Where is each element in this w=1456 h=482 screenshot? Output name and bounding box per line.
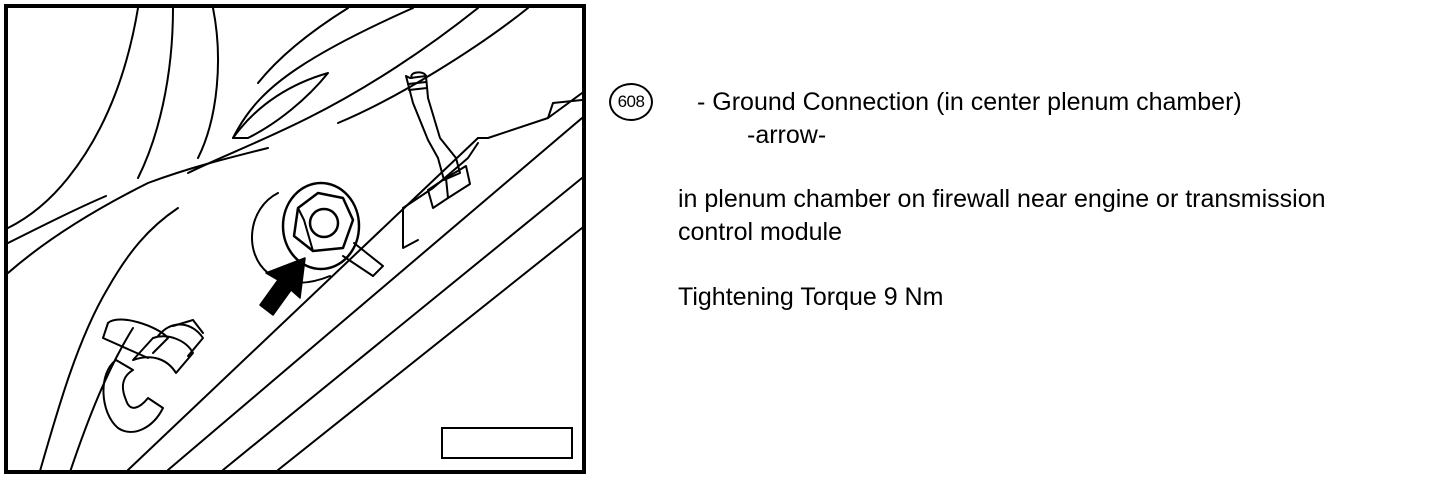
hose-clamp — [132, 335, 194, 374]
body-contour-line — [8, 8, 139, 229]
ground-wire-lead — [342, 242, 384, 277]
hose-clamp — [157, 323, 204, 357]
body-contour-line — [39, 207, 179, 470]
firewall-edge — [277, 227, 582, 470]
mounting-bracket — [402, 142, 479, 209]
location-line: in plenum chamber on firewall near engin… — [678, 185, 1326, 213]
firewall-edge — [127, 137, 479, 470]
ground-connection-illustration — [8, 8, 582, 470]
firewall-edge — [547, 99, 582, 119]
threaded-stud — [407, 81, 427, 85]
body-contour-line — [8, 147, 269, 274]
mounting-bracket — [402, 207, 419, 249]
body-contour-line — [187, 8, 479, 174]
pointer-arrow — [259, 257, 306, 316]
body-contour-line — [257, 8, 349, 84]
threaded-stud — [408, 87, 428, 91]
firewall-edge — [167, 117, 582, 470]
ring-terminal — [281, 181, 361, 271]
bolt-head — [292, 191, 355, 253]
mounting-bracket — [445, 165, 471, 199]
location-line: control module — [678, 218, 842, 246]
figure-id-box — [441, 427, 573, 459]
threaded-stud — [410, 71, 427, 79]
body-contour-line — [8, 195, 107, 244]
hose-pipe — [107, 318, 169, 354]
body-contour-line — [232, 8, 414, 139]
tightening-torque-spec: Tightening Torque 9 Nm — [678, 283, 944, 311]
body-contour-line — [137, 8, 174, 179]
hose-clamp — [172, 319, 204, 334]
hose-clamp — [102, 359, 164, 433]
firewall-edge — [222, 177, 582, 470]
callout-number-badge: 608 — [609, 83, 653, 121]
location-description: in plenum chamber on firewall near engin… — [678, 183, 1448, 249]
arrow-reference: -arrow- — [747, 121, 827, 149]
body-contour-line — [197, 8, 219, 159]
illustration-frame — [4, 4, 586, 474]
bolt-head — [297, 207, 314, 252]
body-contour-line — [337, 8, 529, 124]
panel-recess — [232, 72, 329, 139]
body-contour-line — [69, 327, 134, 470]
threaded-stud — [405, 75, 461, 181]
item-description: - Ground Connection (in center plenum ch… — [697, 88, 1242, 116]
bolt-center — [308, 207, 340, 239]
hose-pipe — [102, 322, 149, 359]
